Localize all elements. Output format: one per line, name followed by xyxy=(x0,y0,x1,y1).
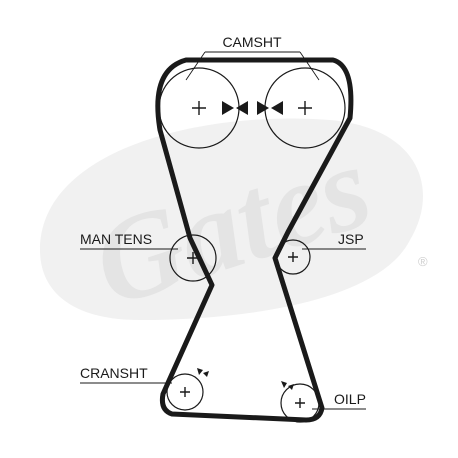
timing-mark-icon xyxy=(197,368,203,375)
pulley-circle xyxy=(280,383,320,423)
oil-pump-pulley xyxy=(280,381,320,423)
label-crankshaft: CRANSHT xyxy=(80,365,148,381)
jackshaft-pulley xyxy=(275,239,311,275)
jackshaft-callout: JSP xyxy=(302,231,366,250)
triangle-right-icon xyxy=(257,101,269,115)
plus-icon xyxy=(295,398,305,408)
label-oil-pump: OILP xyxy=(334,391,366,407)
crankshaft-pulley xyxy=(166,368,209,411)
manual-tensioner-pulley xyxy=(169,234,217,282)
plus-icon xyxy=(187,252,199,264)
timing-mark-icon xyxy=(203,371,209,377)
label-jackshaft: JSP xyxy=(338,231,364,247)
timing-belt xyxy=(155,57,354,423)
watermark-registered-mark: ® xyxy=(418,254,428,269)
plus-icon xyxy=(192,101,206,115)
timing-mark-icon xyxy=(288,384,294,390)
triangle-right-icon xyxy=(222,101,234,115)
leader-line xyxy=(185,51,320,81)
label-camshaft: CAMSHT xyxy=(222,34,282,50)
pulley-circle xyxy=(166,373,204,411)
plus-icon xyxy=(180,387,190,397)
gates-watermark: Gates ® xyxy=(40,118,428,332)
triangle-left-icon xyxy=(271,101,283,115)
label-manual-tensioner: MAN TENS xyxy=(80,231,152,247)
oil-pump-callout: OILP xyxy=(312,391,366,410)
timing-mark-icon xyxy=(281,381,287,388)
watermark-swoosh xyxy=(40,118,424,320)
timing-alignment-marks xyxy=(222,101,283,115)
pulley-circle xyxy=(275,239,311,275)
camshaft-callout: CAMSHT xyxy=(185,34,320,81)
manual-tensioner-callout: MAN TENS xyxy=(80,231,178,250)
plus-icon xyxy=(298,101,312,115)
pulley-circle xyxy=(169,234,217,282)
triangle-left-icon xyxy=(236,101,248,115)
plus-icon xyxy=(288,252,298,262)
crankshaft-callout: CRANSHT xyxy=(80,365,172,384)
